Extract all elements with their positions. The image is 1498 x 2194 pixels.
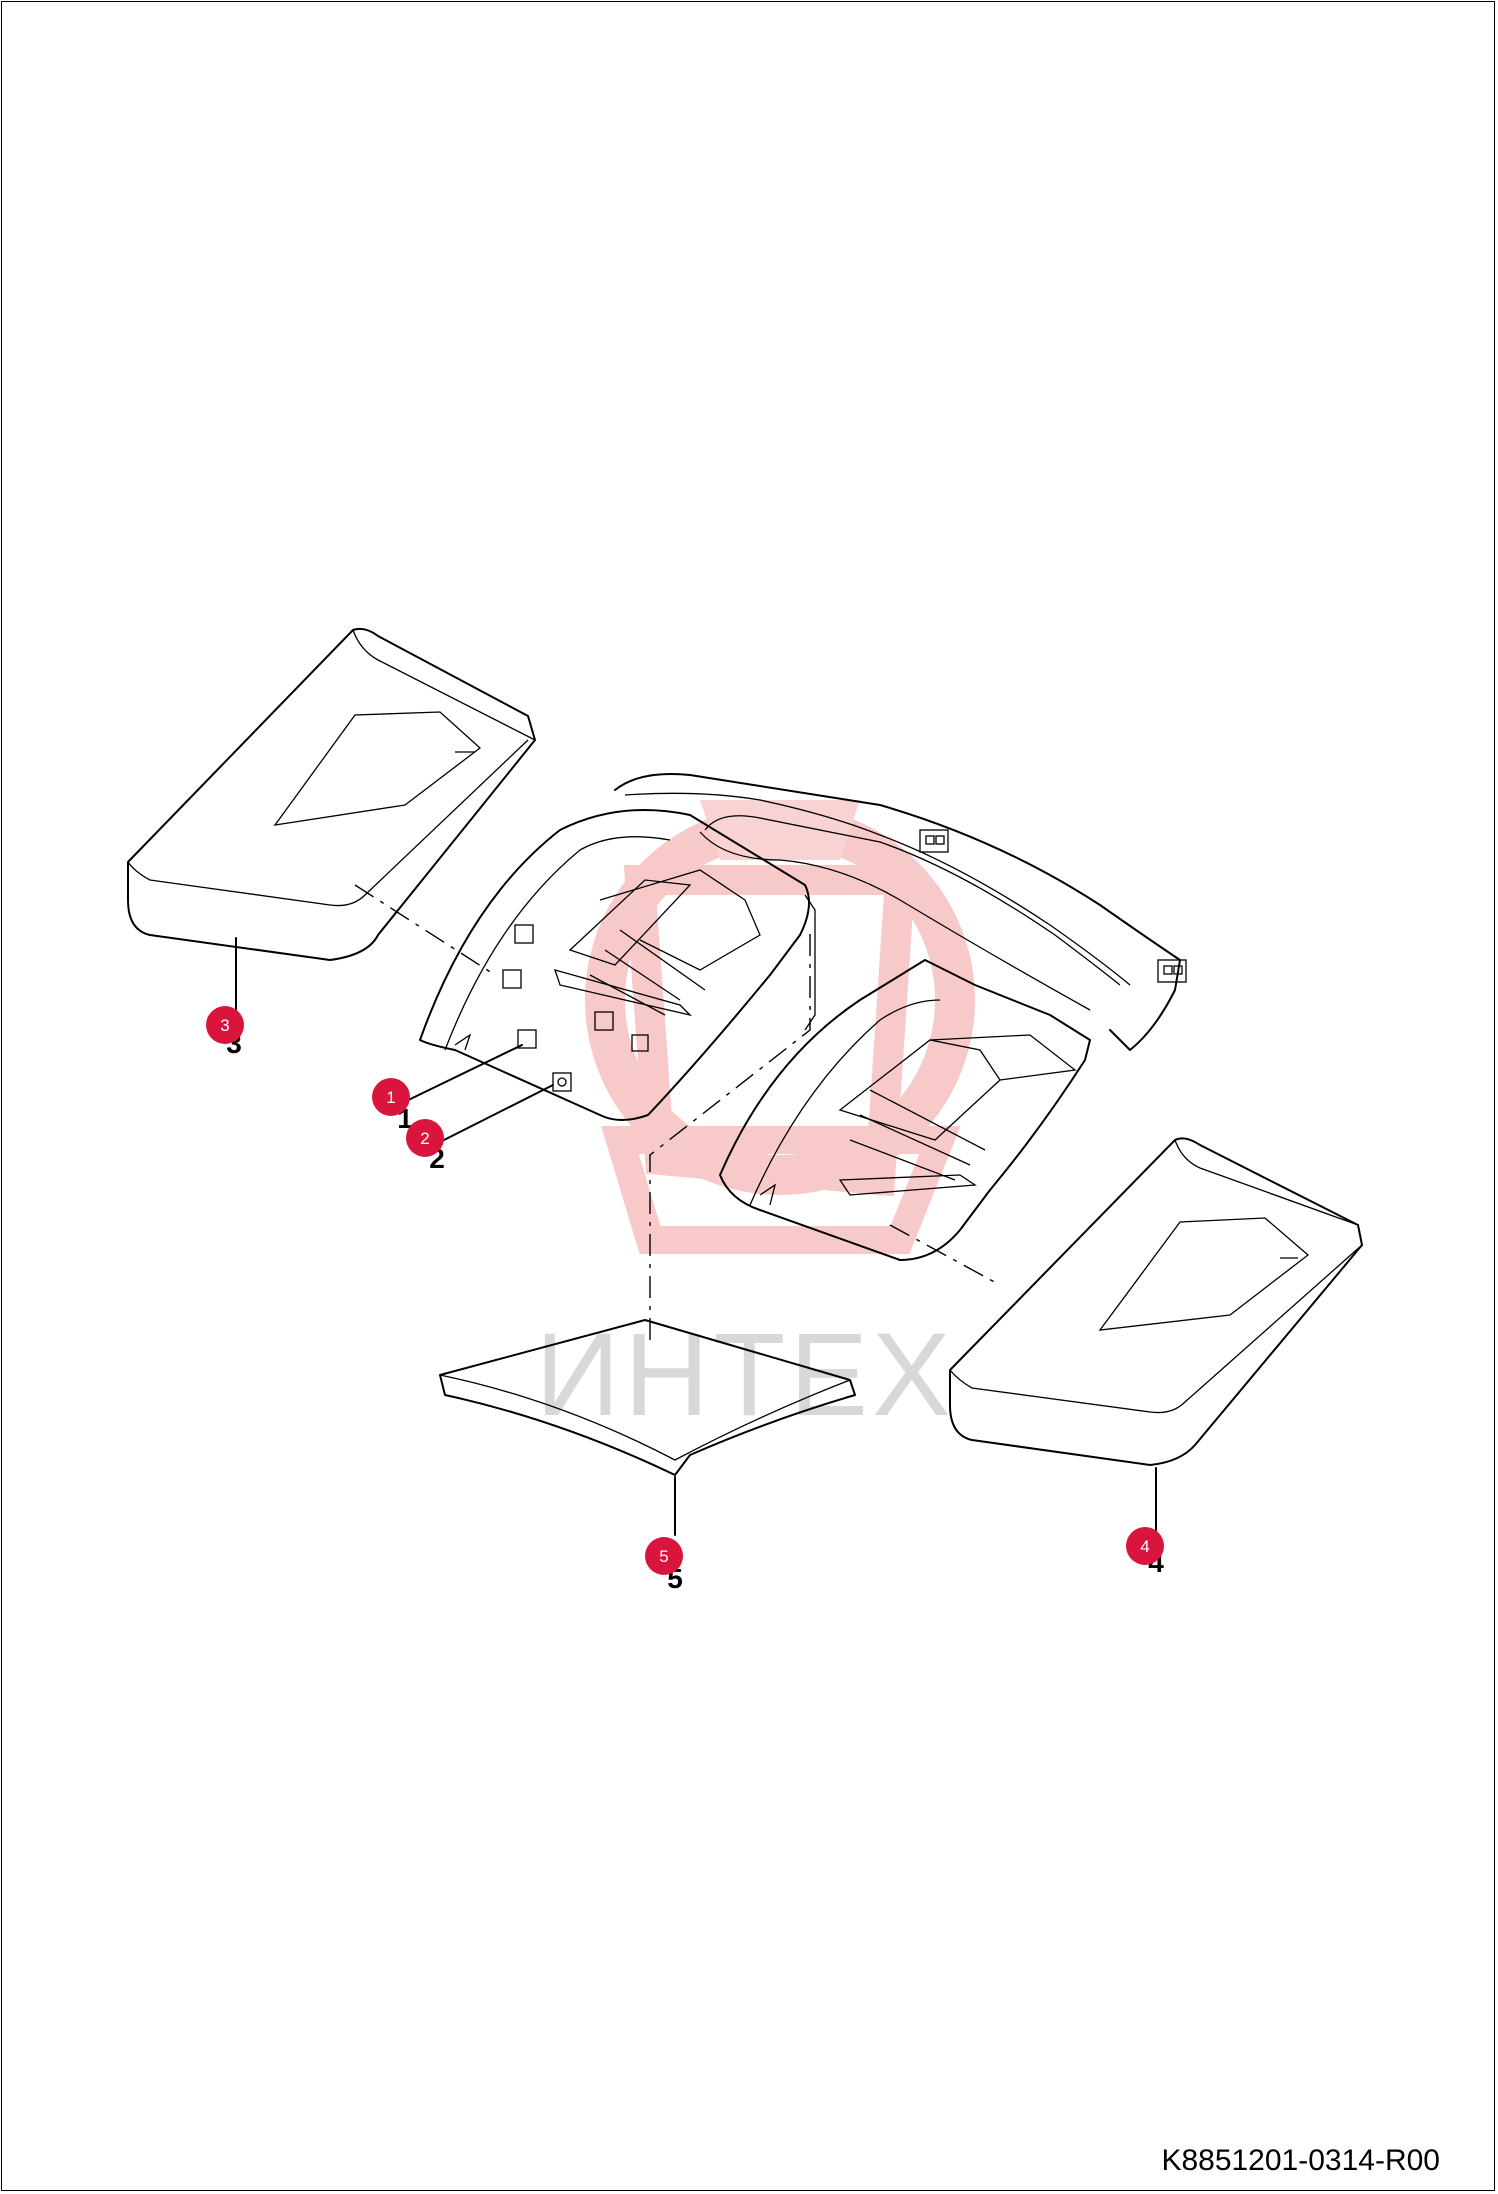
part-5-bottom-pad [439,1319,856,1476]
watermark-logo [585,800,975,1254]
svg-text:2: 2 [420,1129,429,1148]
callout-3[interactable]: 3 [206,1006,244,1044]
centerline-5 [649,930,811,1340]
hinge-icon-right [1157,959,1187,983]
callout-4[interactable]: 4 [1126,1527,1164,1565]
clips-part-1 [502,924,614,1049]
centerline-4 [889,1224,1001,1286]
watermark-text: ИНТЕХ [535,1309,955,1441]
svg-text:5: 5 [659,1547,668,1566]
callout-1[interactable]: 1 [372,1078,410,1116]
svg-text:4: 4 [1140,1537,1149,1556]
svg-text:1: 1 [386,1088,395,1107]
callout-2[interactable]: 2 [406,1119,444,1157]
part-3-left-pad [127,627,536,961]
svg-text:3: 3 [220,1016,229,1035]
hinge-icon-top [919,829,949,853]
clips-part-2 [552,1034,649,1092]
leader-1 [397,1044,523,1106]
leader-2 [437,1084,554,1144]
part-4-right-pad [949,1137,1363,1466]
callout-5[interactable]: 5 [645,1537,683,1575]
centerline-3 [354,884,496,976]
document-id: K8851201-0314-R00 [1161,2144,1440,2177]
hood-liner-main [614,773,1181,1261]
hood-liner-left [419,809,810,1121]
